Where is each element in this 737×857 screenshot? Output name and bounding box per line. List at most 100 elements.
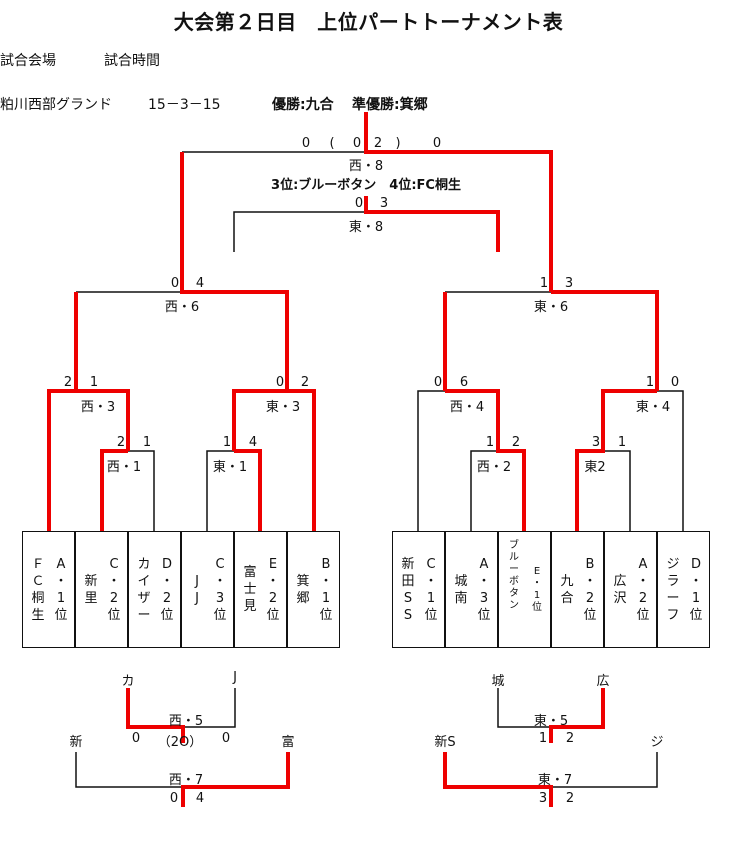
e4-label: 東・4 (635, 400, 671, 415)
team-seed-char: 位 (532, 601, 542, 613)
team-name-char: 富 (243, 565, 257, 580)
final-pk-left: 0 (352, 136, 362, 151)
e5-score-right: 2 (565, 731, 575, 746)
team-seed-char: B (585, 556, 595, 572)
team-seed-char: 1 (691, 590, 701, 606)
w6-score-left: 0 (170, 276, 180, 291)
w3-score-left: 2 (63, 375, 73, 390)
team-seed-char: ・ (477, 573, 491, 589)
w6-score-right: 4 (195, 276, 205, 291)
win-path-w1 (100, 449, 128, 531)
team-name-char: ブ (509, 540, 519, 551)
team-name: 新里 (80, 532, 102, 647)
e1-score-left: 1 (222, 435, 232, 450)
e5-score-left: 1 (538, 731, 548, 746)
final-pk-open: ( (329, 136, 335, 151)
w4-score-right: 6 (459, 375, 469, 390)
team-name-char: 桐 (31, 590, 45, 606)
team-name-char: 合 (560, 590, 574, 606)
w7-label: 西・7 (168, 773, 204, 788)
team-seed-char: ・ (213, 573, 227, 589)
w4-label: 西・4 (449, 400, 485, 415)
e2-score-right: 1 (617, 435, 627, 450)
win-path-w6 (180, 152, 289, 391)
team-seed-char: 1 (321, 590, 331, 606)
team-seed-char: ・ (54, 573, 68, 589)
team-name-char: タ (509, 588, 519, 599)
team-seed-char: 位 (583, 607, 597, 623)
team-seed-char: ・ (636, 573, 650, 589)
team-name-char: 田 (401, 573, 415, 589)
w1-label: 西・1 (106, 460, 142, 475)
team-seed-char: A (56, 556, 66, 572)
team-seed-char: A (638, 556, 648, 572)
team-name-char: 郷 (296, 590, 310, 606)
third-score-left: 0 (354, 196, 364, 211)
team-name-char: J (195, 573, 199, 589)
line-w2-left (470, 450, 498, 531)
team-name-char: 生 (31, 607, 45, 623)
win-path-w4 (445, 389, 526, 531)
e2-score-left: 3 (591, 435, 601, 450)
w5-pk: （2O） (157, 735, 203, 750)
team-name-char: 見 (243, 599, 257, 614)
final-pk-right: 2 (373, 136, 383, 151)
team-name-char: ー (137, 607, 151, 623)
team-seed-char: 2 (585, 590, 595, 606)
team-seed-char: 3 (215, 590, 225, 606)
win-path-e5 (549, 688, 605, 743)
team-name-char: J (195, 590, 199, 606)
w6-label: 西・6 (164, 300, 200, 315)
team-seed-char: 1 (56, 590, 66, 606)
team-seed-char: E (268, 556, 278, 572)
win-path-final (364, 112, 553, 292)
team-name-char: ー (666, 590, 680, 606)
line-e2-right (603, 450, 631, 531)
team-seed-char: ・ (689, 573, 703, 589)
e7-team-right: ジ (650, 735, 664, 750)
team-seed-char: 位 (54, 607, 68, 623)
win-path-w7 (181, 752, 290, 807)
champion-text: 優勝:九合 (272, 97, 334, 113)
e5-team-right: 広 (596, 674, 610, 689)
team-name-char: イ (137, 573, 151, 589)
line-e4-right (657, 390, 684, 531)
venue-name: 粕川西部グランド (0, 97, 112, 113)
w7-team-left: 新 (69, 735, 83, 750)
team-seed-char: A (479, 556, 489, 572)
win-path-w3-right (76, 389, 130, 451)
w7-score-left: 0 (169, 791, 179, 806)
team-name-char: 箕 (296, 573, 310, 589)
final-score-left: 0 (301, 136, 311, 151)
team-name: 広沢 (609, 532, 631, 647)
e3-score-left: 0 (275, 375, 285, 390)
line-w7-left (75, 752, 183, 788)
e5-label: 東・5 (533, 714, 569, 729)
team-name: 城南 (450, 532, 472, 647)
team-name: カイザー (133, 532, 155, 647)
third-fourth-result: 3位:ブルーボタン 4位:FC桐生 (271, 178, 461, 193)
w5-score-right: 0 (221, 731, 231, 746)
team-seed-char: C (109, 556, 119, 572)
winner-lines (47, 112, 659, 807)
team-seed-char: 2 (109, 590, 119, 606)
e6-score-right: 3 (564, 276, 574, 291)
team-name-char: カ (137, 556, 151, 572)
w5-team-right: J (233, 670, 237, 685)
team-name-char: ボ (509, 576, 519, 587)
e6-label: 東・6 (533, 300, 569, 315)
team-seed-char: C (215, 556, 225, 572)
